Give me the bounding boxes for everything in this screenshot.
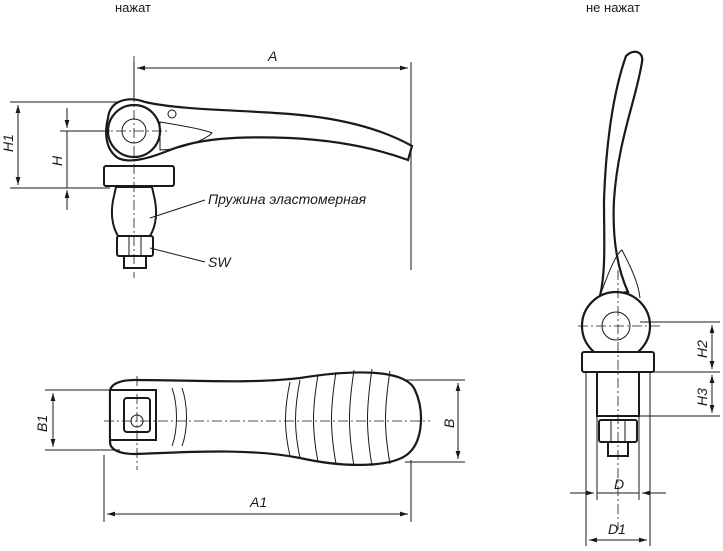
top-view: B1 B A1 (34, 368, 465, 522)
dim-H2: H2 (694, 340, 710, 358)
dim-B1: B1 (34, 415, 50, 432)
wrench-size-label: SW (208, 254, 232, 270)
released-lever-view: H2 H3 D D1 (570, 50, 720, 546)
dim-H: H (49, 155, 65, 166)
pressed-view-title: нажат (115, 0, 151, 15)
pressed-lever-view: A H1 H Пружина эластомерная SW (0, 48, 414, 278)
dim-H1: H1 (0, 134, 16, 152)
dim-A: A (267, 48, 277, 64)
dim-B: B (441, 419, 457, 428)
dim-D: D (614, 476, 624, 492)
released-view-title: не нажат (586, 0, 640, 15)
dim-A1: A1 (249, 494, 267, 510)
dim-H3: H3 (694, 388, 710, 406)
spring-label: Пружина эластомерная (208, 191, 367, 207)
dim-D1: D1 (608, 521, 626, 537)
